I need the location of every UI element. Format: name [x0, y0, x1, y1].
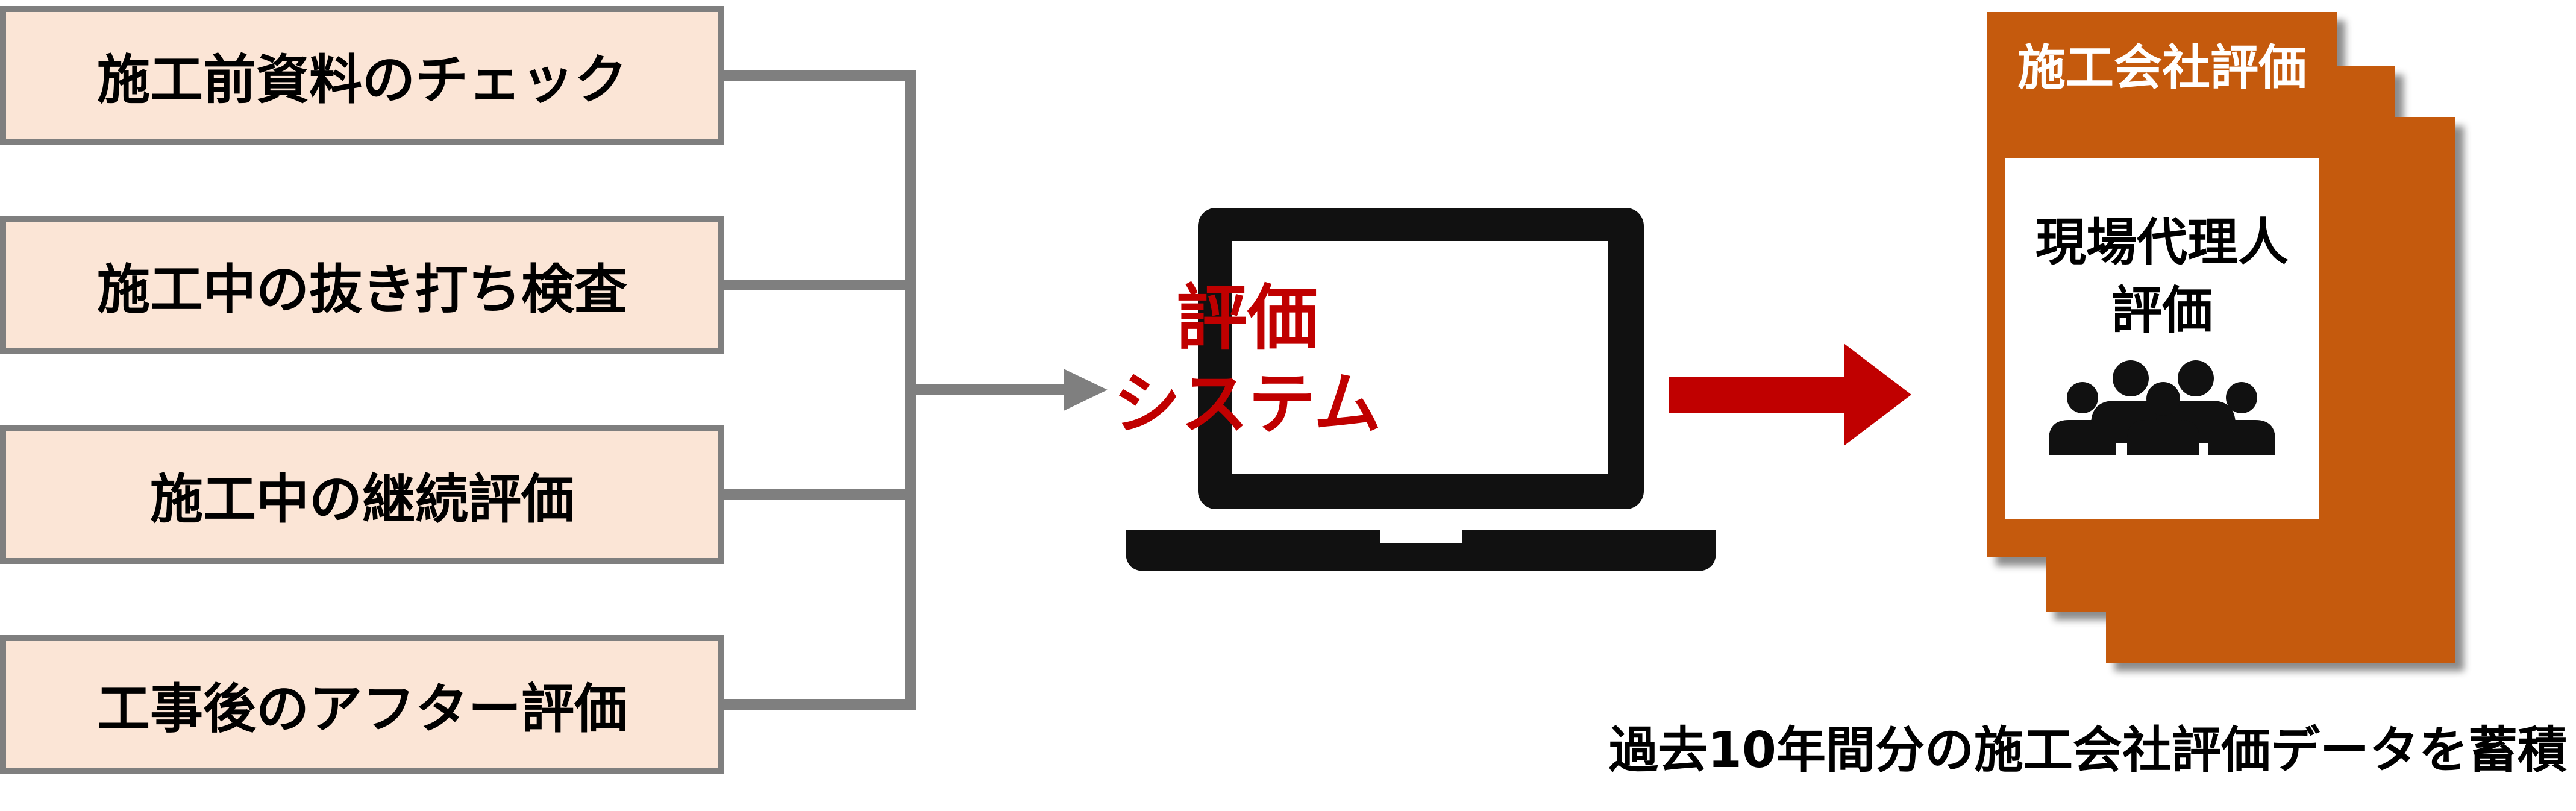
input-box-pre-construction-check: 施工前資料のチェック: [0, 6, 724, 145]
red-arrow: [1669, 343, 1911, 446]
card-inner-panel: [2005, 158, 2319, 519]
card-header: 施工会社評価: [2017, 40, 2307, 96]
input-box-surprise-inspection: 施工中の抜き打ち検査: [0, 216, 724, 354]
card-inner-line1: 現場代理人: [2035, 213, 2289, 272]
system-title-line1: 評価: [1176, 277, 1318, 360]
input-label: 施工中の抜き打ち検査: [96, 258, 627, 321]
input-box-continuous-evaluation: 施工中の継続評価: [0, 425, 724, 564]
input-label: 施工前資料のチェック: [96, 48, 627, 111]
input-label: 工事後のアフター評価: [96, 677, 627, 740]
people-group-icon: [2049, 360, 2275, 455]
input-label: 施工中の継続評価: [149, 468, 574, 530]
card-inner-line2: 評価: [2111, 281, 2213, 340]
system-title-line2: システム: [1113, 365, 1382, 443]
bracket-connector: [724, 70, 1067, 710]
input-box-after-evaluation: 工事後のアフター評価: [0, 635, 724, 774]
caption: 過去10年間分の施工会社評価データを蓄積: [1608, 722, 2567, 779]
gray-arrow-head: [1064, 369, 1108, 411]
laptop-icon: [1126, 208, 1716, 571]
